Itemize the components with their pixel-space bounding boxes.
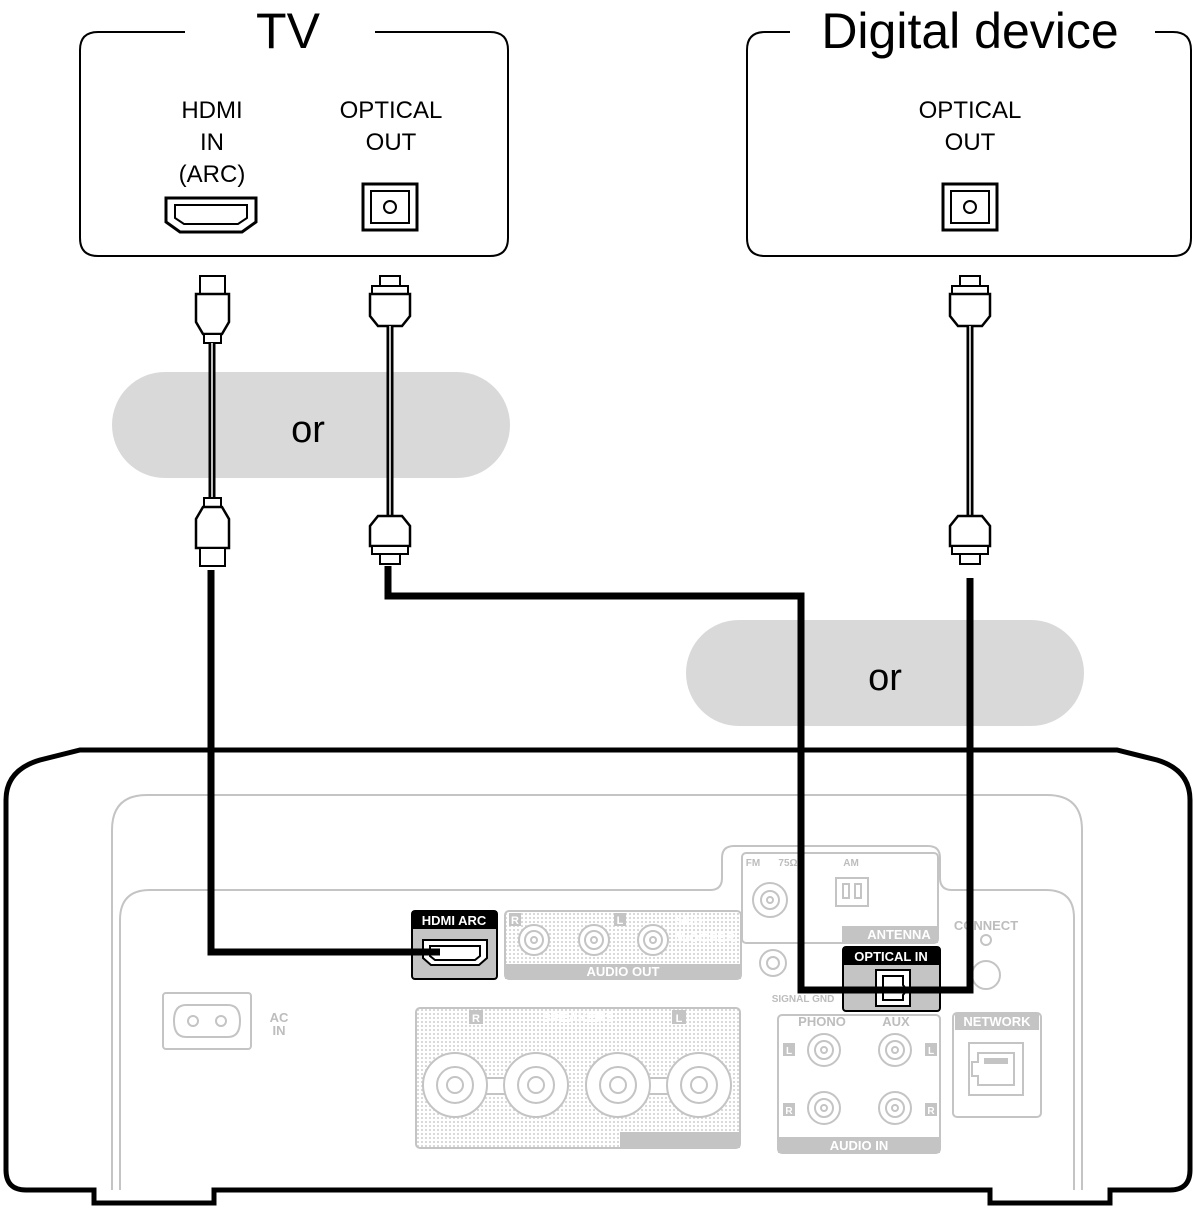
tv-hdmi-label-3: (ARC)	[179, 161, 246, 188]
hdmi-arc-label: HDMI ARC	[422, 913, 487, 928]
or-pill-top: or	[112, 372, 510, 478]
speakers-l: L	[676, 1013, 683, 1025]
tv-optical-label-2: OUT	[366, 129, 417, 156]
antenna-label: ANTENNA	[867, 927, 931, 942]
audio-out-block: AUDIO OUT R L SUB WOOFER	[504, 910, 742, 980]
device-optical-label-2: OUT	[945, 129, 996, 156]
phono-label: PHONO	[798, 1014, 846, 1029]
ac-label-1: AC	[270, 1010, 289, 1025]
sub-label-2: WOOFER	[677, 930, 736, 945]
tv-optical-port-icon	[361, 182, 419, 232]
aux-l: L	[928, 1046, 934, 1057]
audio-in-label: AUDIO IN	[830, 1138, 889, 1153]
speakers-block: SPEAKERS R L	[415, 1007, 741, 1149]
speakers-label: SPEAKERS	[542, 1010, 614, 1025]
device-optical-port-icon	[941, 182, 999, 232]
aux-r: R	[927, 1106, 935, 1117]
or-pill-bottom: or	[686, 620, 1084, 726]
ohm-label: 75Ω	[778, 858, 797, 869]
ac-inlet: AC IN	[162, 992, 289, 1050]
phono-l: L	[786, 1046, 792, 1057]
antenna-block: ANTENNA FM 75Ω AM SIGNAL GND	[741, 852, 939, 1005]
device-optical-cable	[893, 275, 992, 994]
hdmi-cable	[194, 275, 440, 956]
or-label-top: or	[291, 409, 325, 451]
or-label-bottom: or	[868, 657, 902, 699]
hdmi-arc-port: HDMI ARC	[411, 910, 498, 980]
phono-r: R	[785, 1106, 793, 1117]
tv-optical-label-1: OPTICAL	[340, 97, 443, 124]
aux-label: AUX	[882, 1014, 910, 1029]
connect-label: CONNECT	[954, 918, 1018, 933]
am-label: AM	[843, 858, 859, 869]
optical-in-port: OPTICAL IN	[842, 946, 941, 1012]
optical-in-label: OPTICAL IN	[854, 949, 927, 964]
audio-in-block: AUDIO IN PHONO AUX L L R R	[777, 1014, 941, 1154]
tv-hdmi-label-1: HDMI	[181, 97, 242, 124]
ac-label-2: IN	[273, 1023, 286, 1038]
tv-title: TV	[256, 3, 321, 59]
audio-out-l: L	[617, 915, 624, 927]
network-port: NETWORK	[952, 1012, 1042, 1118]
sub-label-1: SUB	[675, 912, 702, 927]
audio-out-label: AUDIO OUT	[587, 964, 660, 979]
fm-label: FM	[746, 858, 760, 869]
audio-out-r: R	[511, 915, 519, 927]
tv-hdmi-label-2: IN	[200, 129, 224, 156]
tv-optical-cable	[368, 275, 893, 994]
signal-gnd-label: SIGNAL GND	[772, 994, 835, 1005]
rear-panel: AC IN AUDIO OUT R L SUB WOOFER ANTENNA	[162, 852, 1042, 1154]
digital-device-title: Digital device	[821, 3, 1118, 59]
digital-device-box: Digital device OPTICAL OUT	[746, 3, 1192, 257]
tv-box: TV HDMI IN (ARC) OPTICAL OUT	[79, 3, 509, 257]
device-optical-label-1: OPTICAL	[919, 97, 1022, 124]
network-label: NETWORK	[963, 1014, 1031, 1029]
tv-hdmi-port-icon	[164, 196, 258, 234]
speakers-r: R	[472, 1013, 480, 1025]
